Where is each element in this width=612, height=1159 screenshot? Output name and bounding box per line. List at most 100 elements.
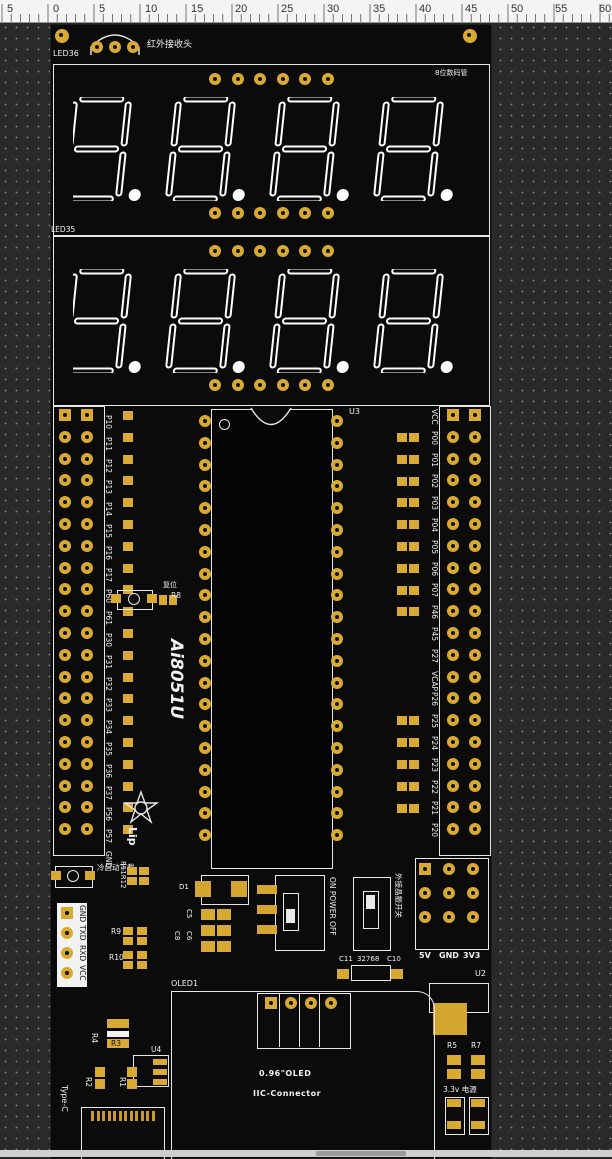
ir-pin xyxy=(127,41,139,53)
display-pin xyxy=(231,207,244,219)
display-pin xyxy=(231,379,244,391)
scrollbar-thumb[interactable] xyxy=(316,1151,406,1156)
type-c-pin xyxy=(96,1111,100,1121)
mcu-pin xyxy=(331,698,343,711)
right-header-outline xyxy=(439,406,491,856)
pin-label: P16 xyxy=(104,545,113,560)
seven-segment-digit xyxy=(165,269,245,373)
r8-pad xyxy=(169,595,177,605)
r9-pad xyxy=(123,937,133,945)
oled-pin xyxy=(325,997,337,1009)
resistor-pad xyxy=(123,672,133,682)
crystal-label: 32768 xyxy=(357,955,380,963)
crystal-switch[interactable] xyxy=(353,877,391,951)
c5-label: C5 xyxy=(185,909,193,919)
r10-pad xyxy=(123,951,133,959)
resistor-pad xyxy=(409,716,419,726)
resistor-pad xyxy=(409,454,419,464)
led-pad xyxy=(447,1099,461,1107)
power-header-outline xyxy=(415,858,489,950)
header-pin-left xyxy=(81,430,93,443)
mcu-pin xyxy=(331,567,343,580)
seven-segment-digit xyxy=(373,269,453,373)
type-c-connector[interactable] xyxy=(81,1107,165,1159)
cap-pad xyxy=(217,925,231,936)
header-pin-right xyxy=(447,736,459,748)
resistor-pad xyxy=(409,607,419,617)
ruler-label: 35 xyxy=(373,3,386,15)
header-pin-right xyxy=(469,518,481,530)
u4-pad xyxy=(153,1069,167,1075)
resistor-pad xyxy=(123,411,133,420)
seven-segment-display-bottom xyxy=(73,269,453,373)
ir-pin xyxy=(91,41,103,53)
display-module-bottom xyxy=(53,236,490,406)
ruler-label: 40 xyxy=(419,3,432,15)
header-pin-right xyxy=(469,474,481,487)
mcu-pin xyxy=(199,436,211,449)
header-pin-right xyxy=(447,714,459,727)
r8-label: R8 xyxy=(171,591,181,600)
mounting-hole xyxy=(463,29,477,43)
header-pin-left xyxy=(81,452,93,465)
c11-label: C11 xyxy=(339,955,353,963)
display-pin xyxy=(299,207,311,219)
header-pin-right xyxy=(469,627,481,639)
header-pin-left xyxy=(81,736,93,748)
cap-pad xyxy=(217,941,231,952)
mcu-pin xyxy=(199,480,211,493)
led-pad xyxy=(471,1121,485,1129)
pin-label: P23 xyxy=(430,757,439,772)
mcu-pin xyxy=(199,458,211,471)
r10-label: R10 xyxy=(109,953,124,962)
resistor-pad xyxy=(397,803,407,813)
r9-pad xyxy=(123,927,133,935)
r9-pad xyxy=(137,927,147,935)
mcu-pin xyxy=(331,654,343,667)
resistor-pad xyxy=(123,716,133,726)
header-pin-right xyxy=(469,779,481,792)
resistor-pad xyxy=(123,432,133,442)
resistor-pad xyxy=(409,542,419,551)
d1-pad xyxy=(195,881,211,897)
power-switch-knob-icon xyxy=(286,909,295,923)
mcu-chip[interactable] xyxy=(211,409,333,869)
led-pad xyxy=(447,1121,461,1129)
oled-connector[interactable] xyxy=(257,993,351,1049)
pin-label: P24 xyxy=(430,736,439,751)
resistor-pad xyxy=(409,803,419,813)
reset-pad xyxy=(147,594,157,603)
header-pin-left xyxy=(59,823,71,836)
resistor-pad xyxy=(409,498,419,508)
header-pin-left xyxy=(59,801,71,814)
header-pin-left xyxy=(59,670,71,683)
crystal-switch-slider[interactable] xyxy=(363,891,379,929)
display-pin xyxy=(209,73,221,85)
pin-label: P10 xyxy=(104,415,113,430)
decimal-point-icon xyxy=(232,361,245,373)
power-switch-slider[interactable] xyxy=(283,893,299,931)
d1-label: D1 xyxy=(179,883,189,891)
header-pin-left xyxy=(59,539,71,552)
mcu-pin xyxy=(199,545,211,558)
display-pin xyxy=(276,73,289,85)
r1-label: R1 xyxy=(118,1077,127,1087)
header-pin-right xyxy=(469,539,481,552)
pin-label: P33 xyxy=(104,698,113,713)
display-title: 8位数码管 xyxy=(435,69,468,77)
resistor-pad xyxy=(397,585,407,595)
mcu-pin xyxy=(199,807,211,820)
ruler-label: 25 xyxy=(281,3,294,15)
pin-label: P25 xyxy=(430,714,439,729)
header-pin-left xyxy=(59,430,71,443)
resistor-pad xyxy=(409,520,419,530)
mcu-pin xyxy=(331,611,343,624)
r9-pad xyxy=(137,937,147,945)
horizontal-scrollbar[interactable] xyxy=(0,1150,612,1157)
header-pin-left xyxy=(81,757,93,770)
header-pin-left xyxy=(81,627,93,639)
seven-segment-digit xyxy=(165,97,245,201)
resistor-pad xyxy=(397,716,407,726)
